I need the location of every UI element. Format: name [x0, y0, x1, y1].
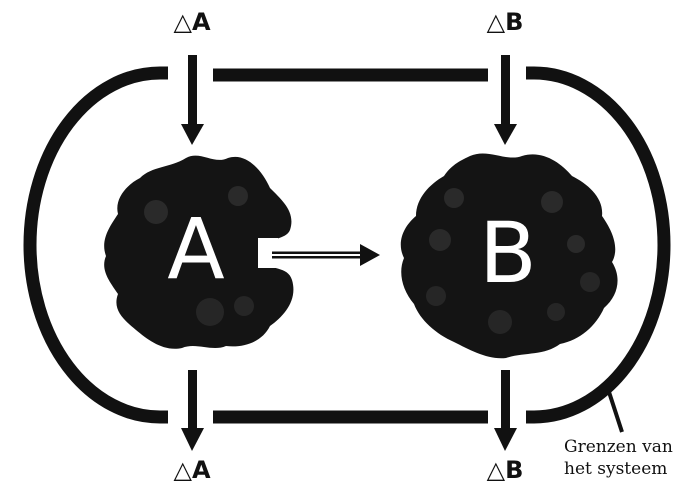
blob-a-spot [234, 296, 254, 316]
inflow-arrow-b [494, 55, 517, 145]
blob-b-spot [580, 272, 600, 292]
blob-b-spot [426, 286, 446, 306]
conversion-arrow [272, 244, 380, 266]
blob-a: A [104, 156, 293, 349]
blob-a-spot [144, 200, 168, 224]
boundary-caption-line2: het systeem [564, 459, 667, 479]
delta-a-top-label: △A [173, 8, 210, 36]
blob-b-spot [444, 188, 464, 208]
blob-a-label: A [167, 200, 224, 298]
blob-b-spot [429, 229, 451, 251]
delta-a-bottom-label: △A [173, 456, 210, 484]
blob-a-spot [228, 186, 248, 206]
blob-b-spot [567, 235, 585, 253]
boundary-caption-line1: Grenzen van [564, 437, 673, 457]
delta-b-bottom-label: △B [487, 456, 524, 484]
blob-b-spot [541, 191, 563, 213]
outflow-arrow-a [181, 370, 204, 451]
outflow-arrow-b [494, 370, 517, 451]
blob-b-spot [488, 310, 512, 334]
blob-b: B [401, 153, 618, 358]
delta-b-top-label: △B [487, 8, 524, 36]
blob-b-label: B [479, 204, 537, 302]
boundary-pointer-line [609, 392, 622, 432]
inflow-arrow-a [181, 55, 204, 145]
blob-b-spot [547, 303, 565, 321]
blob-a-spot [196, 298, 224, 326]
